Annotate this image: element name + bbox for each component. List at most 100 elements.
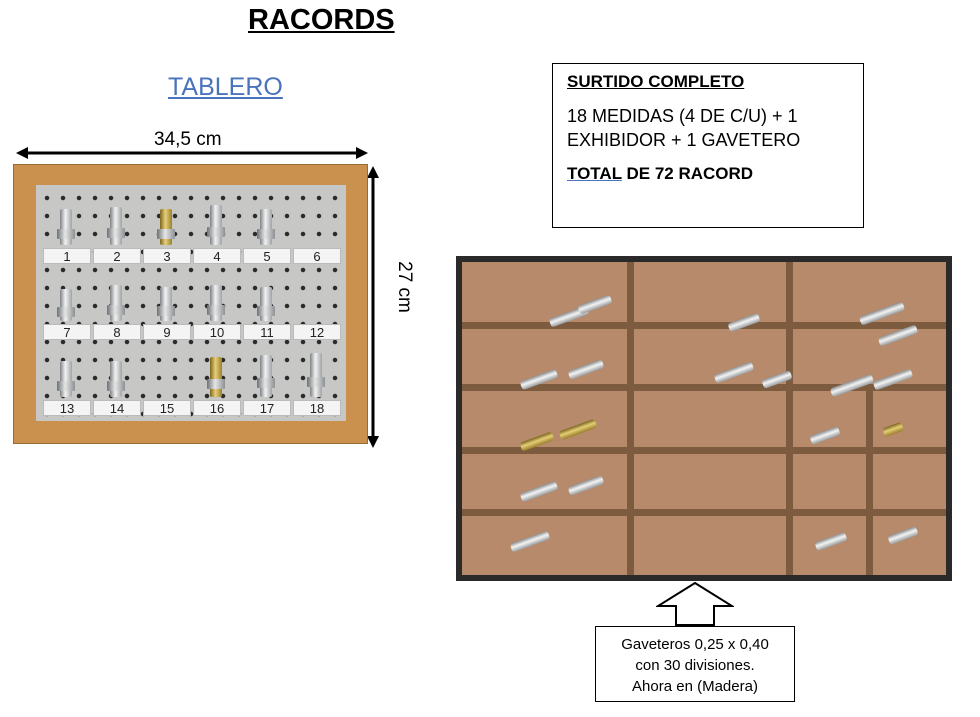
peg-number-label: 3 — [143, 248, 191, 264]
peg-number-label: 18 — [293, 400, 341, 416]
fitting-nut — [157, 229, 175, 239]
height-dimension-label: 27 cm — [393, 261, 415, 313]
fitting-nut — [57, 381, 75, 391]
hose-fitting — [57, 289, 75, 321]
peg-slot: 15 — [143, 343, 191, 417]
hose-fitting — [107, 361, 125, 397]
peg-number-label: 5 — [243, 248, 291, 264]
hose-fitting — [57, 209, 75, 245]
stored-fitting — [567, 475, 605, 496]
board-section-title: TABLERO — [168, 73, 283, 101]
fitting-nut — [107, 381, 125, 391]
fitting-nut — [207, 379, 225, 389]
cabinet-divider — [627, 262, 634, 575]
caption-line-3: Ahora en (Madera) — [632, 678, 758, 695]
peg-number-label: 4 — [193, 248, 241, 264]
peg-number-label: 16 — [193, 400, 241, 416]
peg-number-label: 7 — [43, 324, 91, 340]
stored-fitting — [809, 426, 841, 445]
peg-slot: 11 — [243, 267, 291, 341]
cabinet-shelf — [462, 322, 946, 329]
peg-slot: 7 — [43, 267, 91, 341]
peg-number-label: 14 — [93, 400, 141, 416]
peg-slot: 1 — [43, 191, 91, 265]
hose-fitting — [257, 209, 275, 245]
cabinet-divider — [866, 387, 873, 575]
fitting-nut — [157, 306, 175, 316]
hose-fitting — [307, 353, 325, 397]
peg-number-label: 1 — [43, 248, 91, 264]
caption-line-2: con 30 divisiones. — [635, 657, 755, 674]
peg-slot: 9 — [143, 267, 191, 341]
hose-fitting — [157, 209, 175, 245]
peg-slot: 13 — [43, 343, 91, 417]
hose-fitting — [107, 207, 125, 245]
fitting-nut — [207, 305, 225, 315]
height-dimension-arrow — [367, 166, 379, 448]
drawer-cabinet-image — [456, 256, 952, 581]
stored-fitting — [887, 526, 919, 545]
width-dimension-label: 34,5 cm — [154, 129, 222, 150]
hose-fitting — [157, 287, 175, 321]
assortment-info-box: SURTIDO COMPLETO 18 MEDIDAS (4 DE C/U) +… — [552, 63, 864, 228]
fitting-nut — [57, 229, 75, 239]
width-dimension-arrow — [16, 147, 368, 159]
hose-fitting — [207, 285, 225, 321]
hose-fitting — [57, 361, 75, 397]
up-arrow-icon — [656, 582, 734, 626]
peg-number-label: 2 — [93, 248, 141, 264]
stored-fitting — [577, 294, 613, 315]
cabinet-caption-box: Gaveteros 0,25 x 0,40 con 30 divisiones.… — [595, 626, 795, 702]
peg-number-label: 13 — [43, 400, 91, 416]
fitting-nut — [307, 377, 325, 387]
fitting-nut — [257, 306, 275, 316]
hose-fitting — [107, 285, 125, 321]
stored-fitting — [567, 359, 605, 380]
fitting-nut — [207, 227, 225, 237]
peg-slot: 5 — [243, 191, 291, 265]
stored-fitting — [713, 361, 755, 384]
cabinet-divider — [786, 262, 793, 575]
peg-number-label: 12 — [293, 324, 341, 340]
stored-fitting — [509, 530, 551, 553]
info-line-2: EXHIBIDOR + 1 GAVETERO — [567, 130, 801, 150]
hose-fitting — [257, 287, 275, 321]
fitting-nut — [107, 305, 125, 315]
cabinet-shelf — [462, 447, 946, 454]
fitting-nut — [257, 229, 275, 239]
peg-slot: 18 — [293, 343, 341, 417]
peg-number-label: 10 — [193, 324, 241, 340]
stored-fitting — [519, 480, 559, 503]
hose-fitting — [207, 357, 225, 397]
caption-line-1: Gaveteros 0,25 x 0,40 — [621, 636, 769, 653]
info-heading: SURTIDO COMPLETO — [567, 72, 745, 91]
stored-fitting — [882, 421, 904, 438]
peg-slot: 16 — [193, 343, 241, 417]
info-total-rest: DE 72 RACORD — [621, 164, 754, 183]
fitting-nut — [107, 228, 125, 238]
peg-slot: 8 — [93, 267, 141, 341]
fitting-nut — [57, 307, 75, 317]
peg-number-label: 11 — [243, 324, 291, 340]
peg-slot: 17 — [243, 343, 291, 417]
peg-slot: 12 — [293, 267, 341, 341]
peg-slot: 14 — [93, 343, 141, 417]
peg-number-label: 8 — [93, 324, 141, 340]
stored-fitting — [814, 531, 848, 552]
peg-number-label: 15 — [143, 400, 191, 416]
cabinet-shelf — [462, 384, 946, 391]
stored-fitting — [558, 418, 598, 441]
page-title: RACORDS — [248, 4, 395, 36]
cabinet-compartments — [462, 262, 946, 575]
peg-slot: 2 — [93, 191, 141, 265]
peg-slot: 4 — [193, 191, 241, 265]
hose-fitting — [257, 355, 275, 397]
peg-number-label: 17 — [243, 400, 291, 416]
info-total-word: TOTAL — [567, 164, 622, 183]
info-description: 18 MEDIDAS (4 DE C/U) + 1 EXHIBIDOR + 1 … — [567, 104, 849, 152]
info-total: TOTAL DE 72 RACORD — [567, 164, 849, 184]
peg-number-label: 6 — [293, 248, 341, 264]
info-line-1: 18 MEDIDAS (4 DE C/U) + 1 — [567, 106, 798, 126]
